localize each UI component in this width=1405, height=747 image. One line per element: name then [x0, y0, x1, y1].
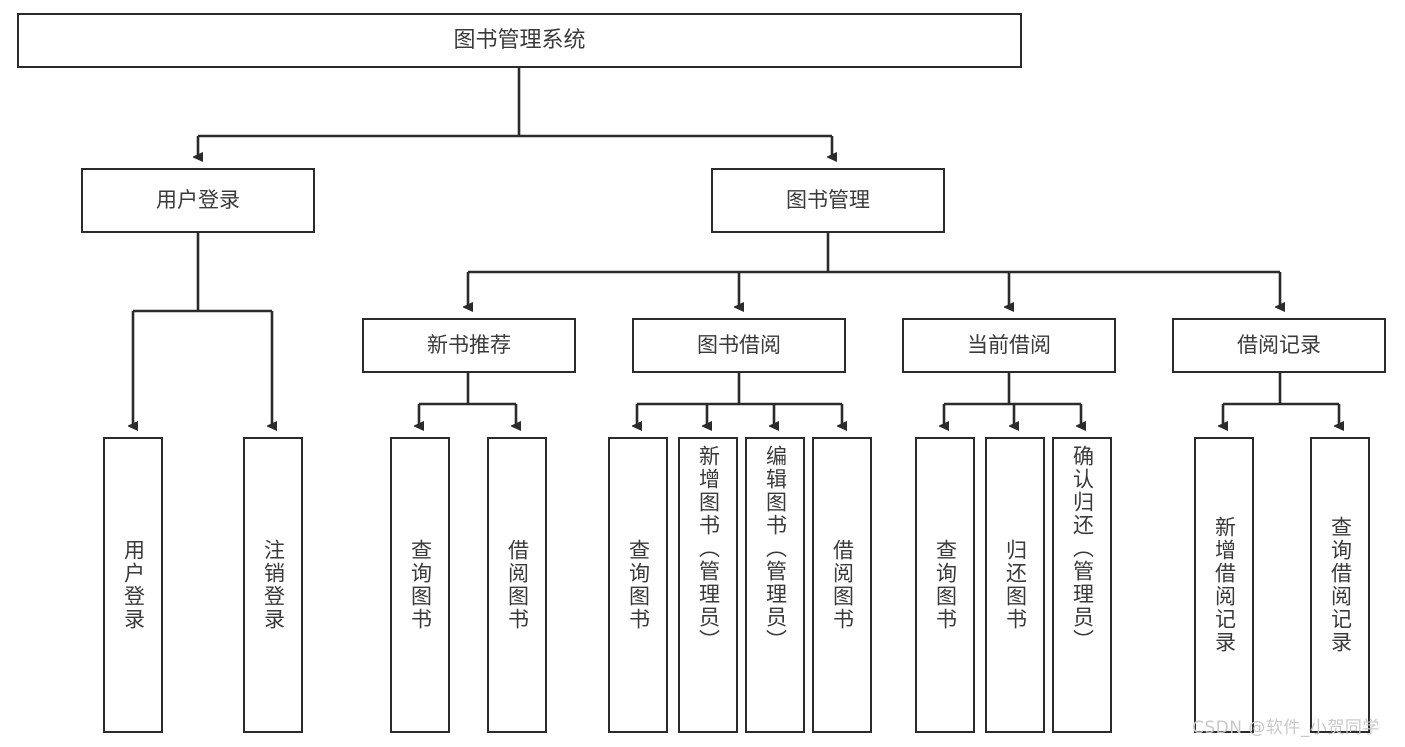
leaf-query-book-recommend[interactable]: 查询图书 — [390, 437, 450, 733]
node-label: 编辑图书（管理员） — [763, 445, 788, 652]
node-label: 图书借阅 — [697, 333, 781, 358]
leaf-add-borrow-record[interactable]: 新增借阅记录 — [1194, 437, 1254, 733]
node-label: 图书管理系统 — [453, 27, 586, 53]
node-label: 当前借阅 — [967, 333, 1051, 358]
node-label: 查询图书 — [933, 539, 958, 631]
leaf-confirm-return-admin[interactable]: 确认归还（管理员） — [1052, 437, 1112, 733]
leaf-borrow-book-recommend[interactable]: 借阅图书 — [487, 437, 547, 733]
node-label: 注销登录 — [261, 539, 286, 631]
node-label: 新增图书（管理员） — [696, 445, 721, 652]
node-book-management[interactable]: 图书管理 — [711, 168, 945, 233]
leaf-edit-book-admin[interactable]: 编辑图书（管理员） — [745, 437, 805, 733]
node-label: 归还图书 — [1003, 539, 1028, 631]
node-root-book-management-system[interactable]: 图书管理系统 — [17, 13, 1022, 68]
node-label: 新增借阅记录 — [1212, 516, 1237, 654]
node-user-login[interactable]: 用户登录 — [81, 168, 315, 233]
csdn-watermark: CSDN @软件_小贺同学 — [1192, 718, 1380, 738]
node-label: 借阅记录 — [1237, 333, 1321, 358]
leaf-query-book-current[interactable]: 查询图书 — [915, 437, 975, 733]
node-new-book-recommend[interactable]: 新书推荐 — [362, 318, 576, 373]
node-label: 查询借阅记录 — [1328, 516, 1353, 654]
node-book-borrow[interactable]: 图书借阅 — [632, 318, 846, 373]
node-label: 查询图书 — [626, 539, 651, 631]
leaf-borrow-book[interactable]: 借阅图书 — [812, 437, 872, 733]
leaf-user-login[interactable]: 用户登录 — [103, 437, 163, 733]
leaf-query-borrow-record[interactable]: 查询借阅记录 — [1310, 437, 1370, 733]
node-label: 借阅图书 — [830, 539, 855, 631]
leaf-query-book-borrow[interactable]: 查询图书 — [608, 437, 668, 733]
node-label: 查询图书 — [408, 539, 433, 631]
node-current-borrow[interactable]: 当前借阅 — [902, 318, 1116, 373]
node-label: 用户登录 — [121, 539, 146, 631]
leaf-logout-login[interactable]: 注销登录 — [243, 437, 303, 733]
node-label: 借阅图书 — [505, 539, 530, 631]
node-label: 图书管理 — [786, 188, 870, 213]
node-label: 确认归还（管理员） — [1070, 445, 1095, 652]
leaf-add-book-admin[interactable]: 新增图书（管理员） — [678, 437, 738, 733]
leaf-return-book[interactable]: 归还图书 — [985, 437, 1045, 733]
node-borrow-record[interactable]: 借阅记录 — [1172, 318, 1386, 373]
node-label: 新书推荐 — [427, 333, 511, 358]
node-label: 用户登录 — [156, 188, 240, 213]
